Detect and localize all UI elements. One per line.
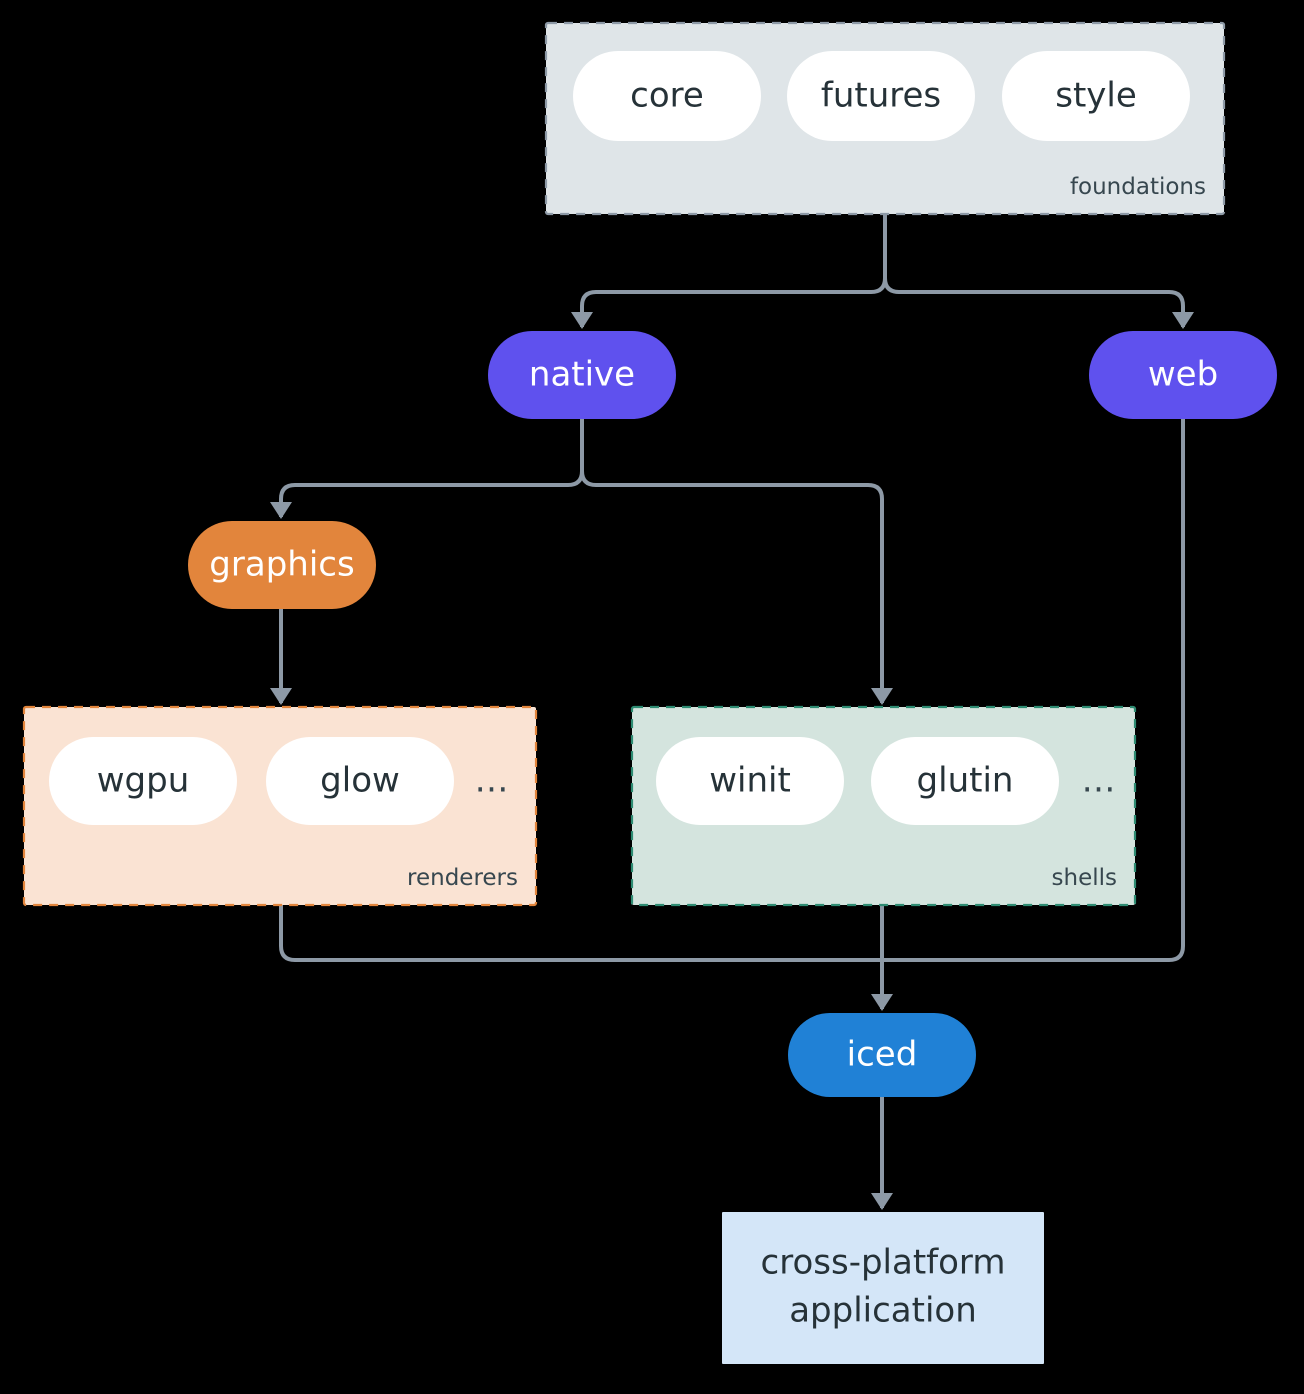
edges-layer xyxy=(270,214,1194,1210)
edge-renderers-to-iced xyxy=(279,905,882,962)
cluster-label-foundations: foundations xyxy=(1070,174,1206,200)
node-label-glow: glow xyxy=(320,761,400,801)
node-shape-glutin xyxy=(871,737,1059,825)
cluster-label-renderers: renderers xyxy=(407,865,518,891)
node-label-native: native xyxy=(529,355,635,395)
node-glow[interactable]: glow xyxy=(266,737,454,825)
node-label-style: style xyxy=(1055,76,1137,116)
node-label-dots2: … xyxy=(1082,761,1117,801)
node-application[interactable]: cross-platform application xyxy=(722,1212,1044,1364)
node-shape-core xyxy=(573,51,761,141)
node-shape-futures xyxy=(787,51,975,141)
node-dots2[interactable]: … xyxy=(1082,761,1117,801)
node-label-glutin: glutin xyxy=(917,761,1014,801)
node-label-core: core xyxy=(630,76,704,116)
edge-native-to-shells xyxy=(580,419,893,705)
node-label-iced: iced xyxy=(847,1035,918,1075)
nodes-layer: core futures style native web graphics wgpu glo… xyxy=(49,51,1277,1364)
node-web[interactable]: web xyxy=(1089,331,1277,419)
node-dots1[interactable]: … xyxy=(475,761,510,801)
node-label-wgpu: wgpu xyxy=(97,761,190,801)
node-winit[interactable]: winit xyxy=(656,737,844,825)
node-shape-native xyxy=(488,331,676,419)
edge-native-to-graphics xyxy=(270,419,584,519)
node-shape-graphics xyxy=(188,521,376,609)
node-shape-web xyxy=(1089,331,1277,419)
node-label-web: web xyxy=(1148,355,1218,395)
node-core[interactable]: core xyxy=(573,51,761,141)
node-shape-style xyxy=(1002,51,1190,141)
node-futures[interactable]: futures xyxy=(787,51,975,141)
node-shape-glow xyxy=(266,737,454,825)
node-shape-iced xyxy=(788,1013,976,1097)
node-label-futures: futures xyxy=(821,76,941,116)
node-label-application-line-1: application xyxy=(789,1291,977,1331)
node-label-winit: winit xyxy=(709,761,791,801)
edge-foundations-to-web xyxy=(883,214,1194,329)
cluster-label-shells: shells xyxy=(1052,865,1117,891)
node-shape-winit xyxy=(656,737,844,825)
node-shape-wgpu xyxy=(49,737,237,825)
edge-foundations-to-native xyxy=(571,214,887,329)
edge-shells-to-iced xyxy=(871,905,893,1011)
node-glutin[interactable]: glutin xyxy=(871,737,1059,825)
node-native[interactable]: native xyxy=(488,331,676,419)
edge-web-to-iced xyxy=(882,419,1185,962)
node-label-dots1: … xyxy=(475,761,510,801)
node-iced[interactable]: iced xyxy=(788,1013,976,1097)
edge-iced-to-application xyxy=(871,1097,893,1210)
edge-graphics-to-renderers xyxy=(270,609,292,705)
node-shape-application xyxy=(722,1212,1044,1364)
node-style[interactable]: style xyxy=(1002,51,1190,141)
node-label-graphics: graphics xyxy=(209,545,354,585)
node-wgpu[interactable]: wgpu xyxy=(49,737,237,825)
node-graphics[interactable]: graphics xyxy=(188,521,376,609)
node-label-application-line-0: cross-platform xyxy=(761,1243,1006,1283)
